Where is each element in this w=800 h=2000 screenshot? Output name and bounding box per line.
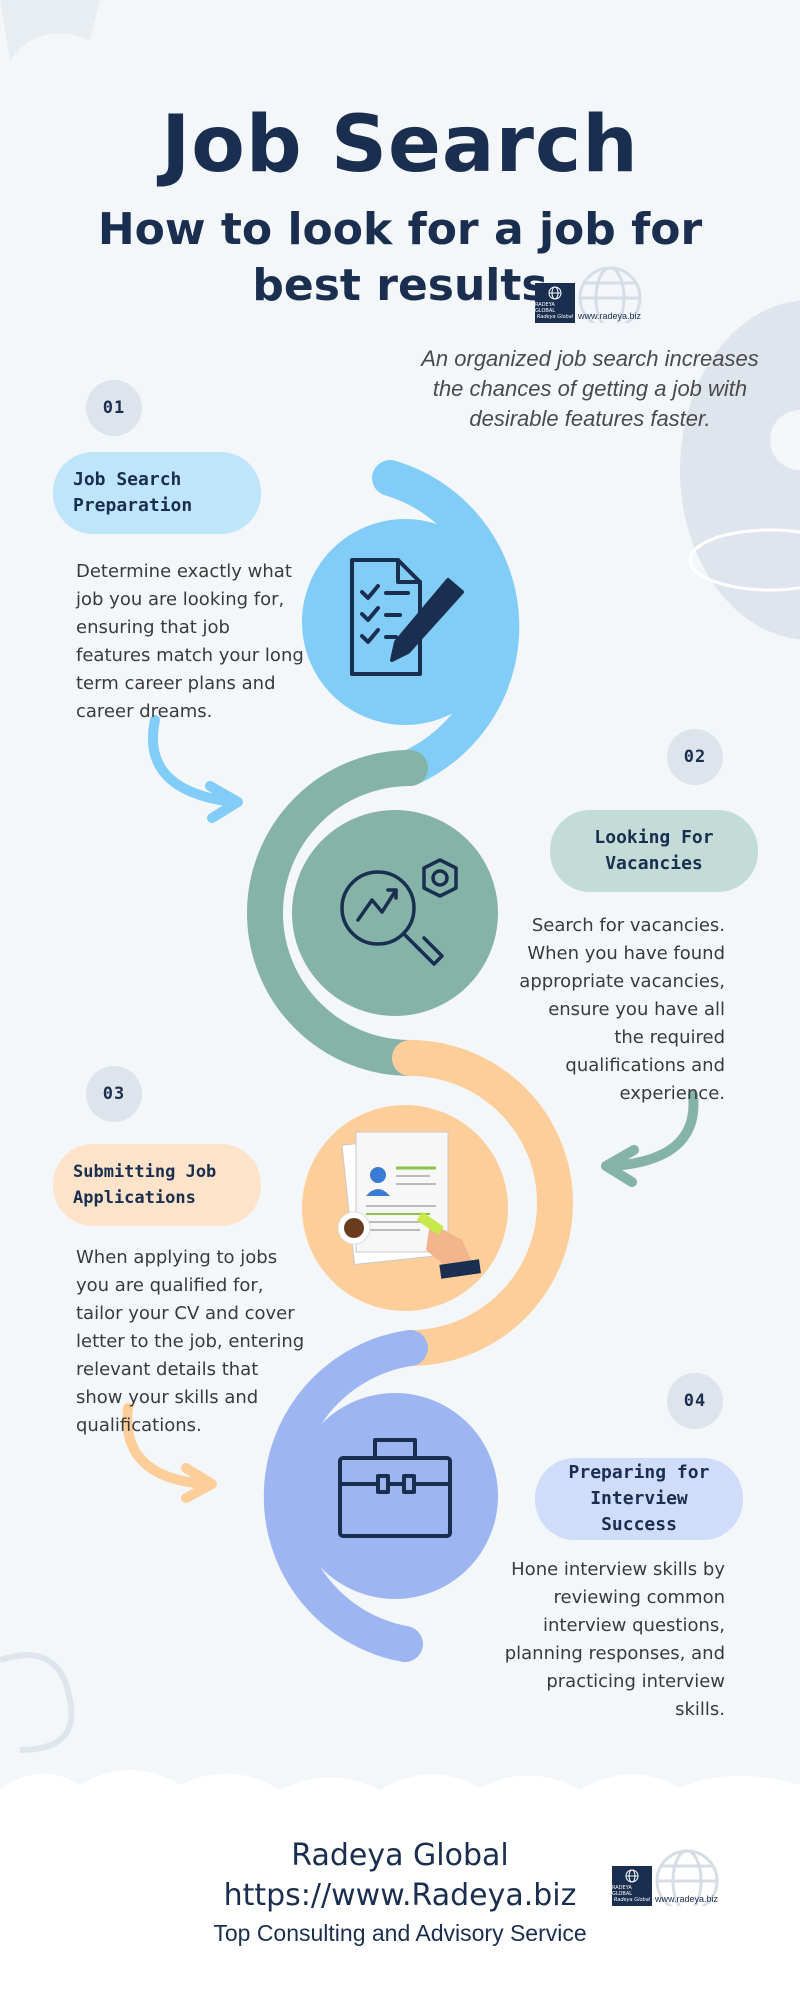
intro-text: An organized job search increases the ch…: [421, 346, 759, 431]
step-2-title: Looking For Vacancies: [550, 810, 758, 892]
footer-logo-box-label: RADEYA GLOBAL: [612, 1885, 633, 1897]
footer-company: Radeya Global: [291, 1838, 509, 1873]
step-4-description: Hone interview skills by reviewing commo…: [504, 1559, 725, 1720]
step-3-description: When applying to jobs you are qualified …: [76, 1247, 305, 1436]
footer-logo-url: www.radeya.biz: [655, 1894, 719, 1904]
logo-box-sublabel: Radeya Global: [536, 314, 574, 320]
step-2-number: 02: [667, 729, 723, 785]
page-subtitle: How to look for a job for best results: [97, 204, 703, 311]
arrow-2-icon: [607, 1090, 699, 1171]
header-logo: RADEYA GLOBAL Radeya Global www.radeya.b…: [535, 266, 642, 323]
step-1-number: 01: [86, 380, 142, 436]
footer-logo-box: RADEYA GLOBAL Radeya Global: [612, 1866, 652, 1906]
globe-watermark-icon: [578, 266, 642, 323]
briefcase-icon: [338, 1438, 452, 1538]
search-growth-icon: [340, 858, 458, 966]
step-3-title: Submitting Job Applications: [53, 1144, 261, 1226]
step-2-arc: [247, 750, 428, 1076]
page-title: Job Search: [161, 100, 639, 190]
step-1-description: Determine exactly what job you are looki…: [76, 561, 304, 722]
logo-box: RADEYA GLOBAL Radeya Global: [535, 283, 575, 323]
footer-globe-watermark-icon: [655, 1849, 719, 1906]
step-1-circle: [302, 519, 508, 725]
footer-tagline: Top Consulting and Advisory Service: [213, 1920, 587, 1946]
step-4-title: Preparing for Interview Success: [535, 1458, 743, 1540]
resume-icon: [337, 1131, 481, 1279]
globe-icon: [625, 1869, 639, 1883]
footer-logo-box-sublabel: Radeya Global: [613, 1897, 651, 1903]
step-4-arc: [263, 1330, 428, 1662]
step-2-circle: [292, 810, 498, 1016]
step-4-circle: [292, 1393, 498, 1599]
step-3-number: 03: [86, 1066, 142, 1122]
logo-box-label: RADEYA GLOBAL: [535, 302, 556, 314]
arrow-3-icon: [122, 1403, 211, 1489]
step-2-description: Search for vacancies. When you have foun…: [519, 915, 725, 1104]
step-3-arc: [392, 1040, 573, 1366]
arrow-1-icon: [147, 715, 237, 807]
step-4-number: 04: [667, 1373, 723, 1429]
footer-background: [0, 1790, 800, 2000]
step-1-title: Job Search Preparation: [53, 452, 261, 534]
globe-icon: [548, 286, 562, 300]
checklist-pen-icon: [350, 558, 464, 676]
footer-website-link[interactable]: https://www.Radeya.biz: [223, 1878, 577, 1913]
footer-logo: RADEYA GLOBAL Radeya Global www.radeya.b…: [612, 1849, 719, 1906]
logo-url: www.radeya.biz: [578, 311, 642, 321]
